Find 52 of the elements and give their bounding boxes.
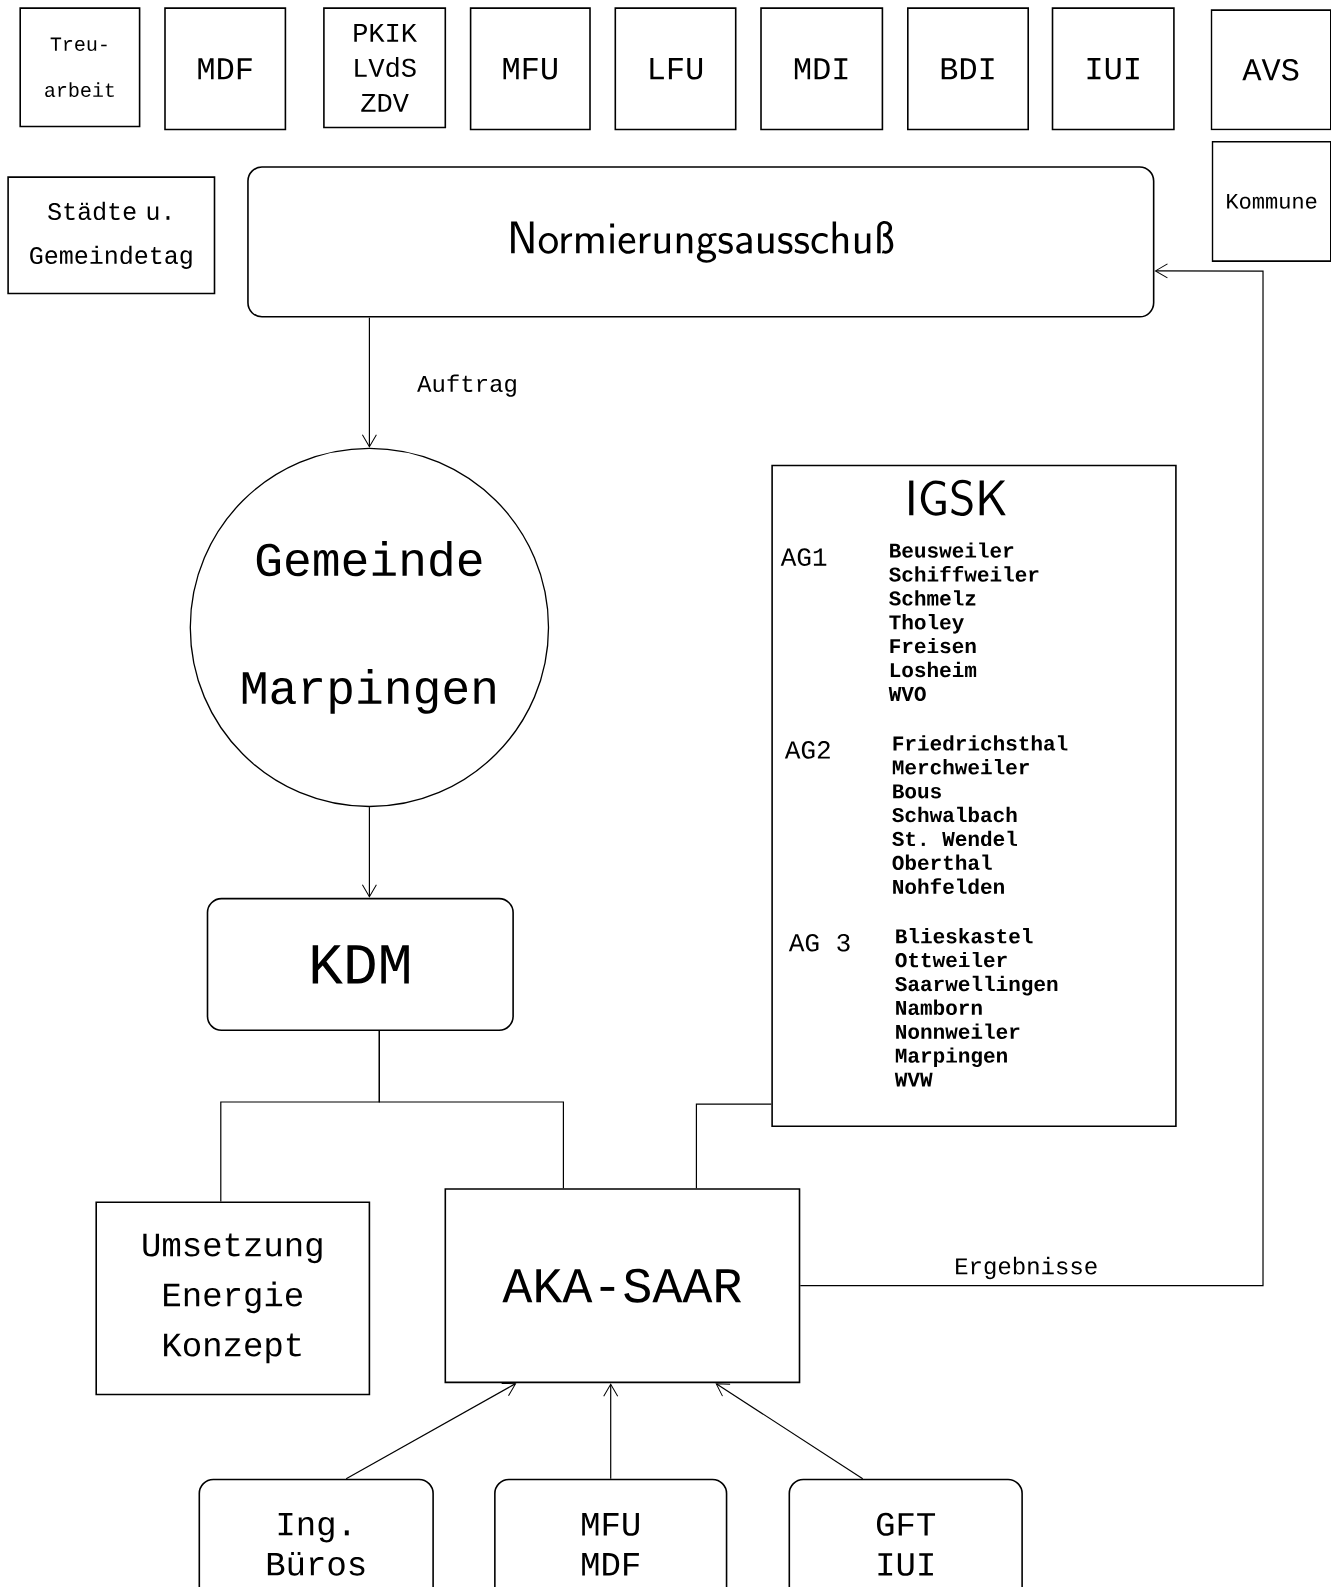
place-name: Nohfelden bbox=[893, 878, 1004, 894]
place-name: Schmelz bbox=[889, 590, 976, 606]
place-name: St. Wendel bbox=[892, 830, 1017, 847]
place-name: Marpingen bbox=[895, 1047, 1007, 1068]
box: Kommune bbox=[1211, 140, 1331, 262]
box: Treu- arbeit bbox=[19, 7, 141, 128]
place-name: Schwalbach bbox=[892, 806, 1017, 823]
rounded-box: Normierungsausschuß bbox=[247, 166, 1155, 318]
box: IUI bbox=[1051, 7, 1175, 131]
place-name: Tholey bbox=[889, 614, 964, 634]
place-name: Losheim bbox=[890, 661, 977, 678]
group-box bbox=[771, 464, 1177, 1128]
box: AKA-SAAR bbox=[444, 1188, 801, 1384]
arrow bbox=[799, 263, 1264, 1287]
box: AVS bbox=[1210, 9, 1331, 131]
place-name: Bous bbox=[893, 784, 941, 799]
place-name: Blieskastel bbox=[896, 928, 1033, 944]
arrow bbox=[361, 806, 377, 898]
group-label: AG1 bbox=[780, 548, 827, 566]
group-label: AG2 bbox=[784, 741, 830, 759]
box: MFU bbox=[469, 7, 591, 131]
rounded-box: Ing. Büros bbox=[198, 1478, 434, 1587]
place-name: Schiffweiler bbox=[889, 566, 1039, 582]
box: LFU bbox=[614, 7, 737, 131]
edge-label: Auftrag bbox=[415, 372, 520, 399]
place-name: Ottweiler bbox=[895, 951, 1007, 968]
place-name: Oberthal bbox=[892, 854, 992, 870]
box: MDF bbox=[164, 7, 287, 131]
arrow bbox=[361, 317, 377, 448]
heading: IGSK bbox=[909, 479, 1006, 517]
place-name: WVW bbox=[894, 1072, 933, 1087]
box: PKIK LVdS ZDV bbox=[323, 7, 447, 129]
box: MDI bbox=[760, 7, 884, 131]
rounded-box: GFT IUI bbox=[788, 1478, 1023, 1587]
place-name: Freisen bbox=[890, 637, 976, 654]
rounded-box: KDM bbox=[206, 897, 514, 1031]
box: BDI bbox=[907, 7, 1029, 131]
edge-label: Ergebnisse bbox=[952, 1254, 1101, 1282]
rounded-box: MFU MDF bbox=[494, 1478, 728, 1587]
place-name: WVO bbox=[888, 686, 926, 702]
place-name: Saarwellingen bbox=[895, 975, 1058, 996]
place-name: Beusweiler bbox=[890, 542, 1014, 558]
group-label: AG 3 bbox=[788, 933, 850, 952]
arrow bbox=[603, 1383, 619, 1480]
place-name: Friedrichsthal bbox=[893, 735, 1068, 751]
box: Städte u. Gemeindetag bbox=[7, 176, 216, 295]
place-name: Merchweiler bbox=[892, 759, 1029, 775]
place-name: Namborn bbox=[896, 999, 982, 1015]
place-name: Nonnweiler bbox=[896, 1023, 1020, 1039]
arrow bbox=[715, 1383, 864, 1480]
arrow bbox=[345, 1382, 517, 1480]
box: Umsetzung Energie Konzept bbox=[95, 1201, 371, 1396]
